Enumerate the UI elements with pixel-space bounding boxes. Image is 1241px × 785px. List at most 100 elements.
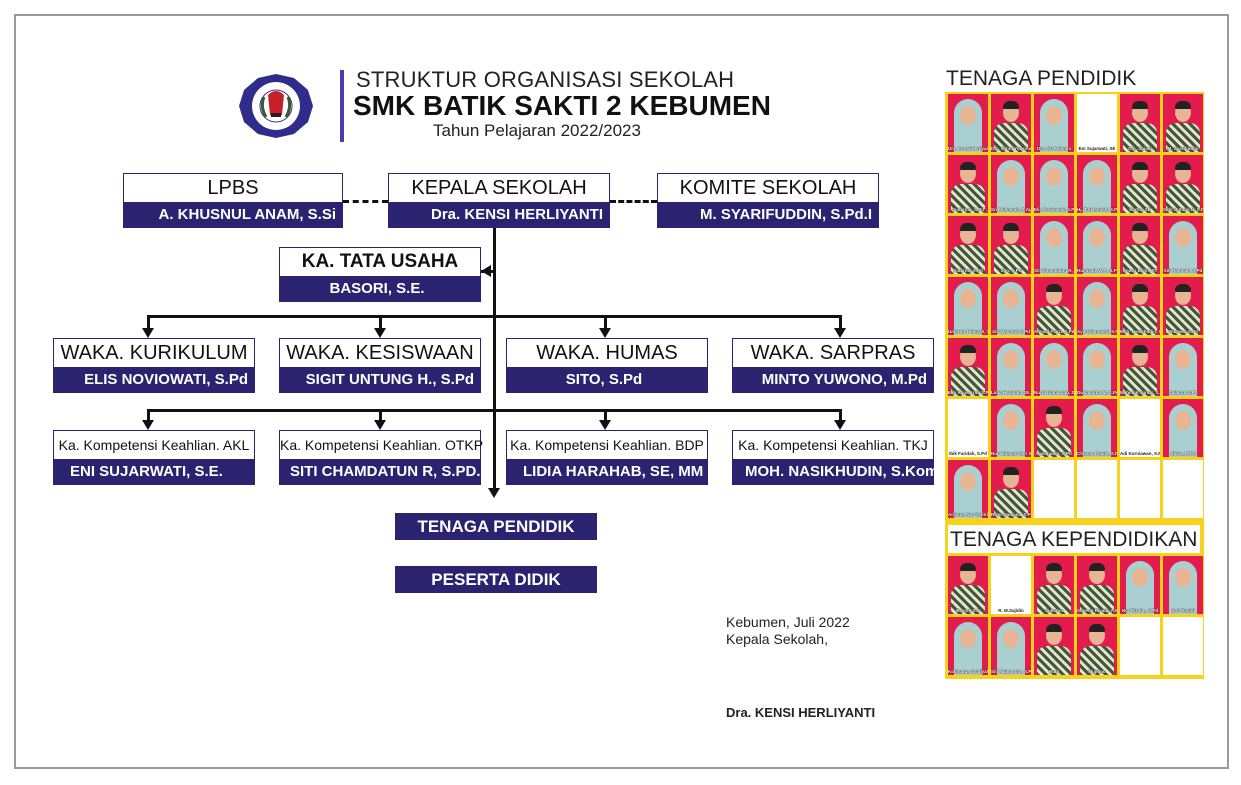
staff-photo: Sigit Untung H, S.Pd [1163, 155, 1203, 213]
box-name: ELIS NOVIOWATI, S.Pd [54, 367, 254, 392]
staff-photo: Lidia Harahab, SE, MM [991, 338, 1031, 396]
tenaga-pendidik-title: TENAGA PENDIDIK [946, 67, 1137, 90]
empty-photo-slot [1163, 460, 1203, 518]
staff-photo: Elis Noviowati, S.Pd [1034, 155, 1074, 213]
arrow-down [834, 420, 846, 430]
staff-name: Wibowo, S.Pd [1168, 329, 1198, 334]
staff-name: Drs. Minto Yuwono [991, 146, 1031, 151]
staff-name: Dwita Indra M, S.Pd [1077, 390, 1117, 395]
staff-photo: Chusna Khaila, S.Pd [1077, 399, 1117, 457]
connector-lpbs [343, 200, 388, 203]
staff-photo: Rizqi Maulana, S.Pd [991, 460, 1031, 518]
staff-name: Ahmad Fauzi, S.Pd [1034, 329, 1074, 334]
staff-name: Alivia, M.Pd [1170, 451, 1196, 456]
box-name: LIDIA HARAHAB, SE, MM [507, 459, 707, 484]
staff-photo: Adi Kurniawan, S.Pd [1120, 399, 1160, 457]
arrow-down [374, 420, 386, 430]
staff-name: Sri Mulyanah, S.Ag [991, 207, 1031, 212]
box-label: KOMITE SEKOLAH [658, 174, 878, 202]
box-name: MOH. NASIKHUDIN, S.Kom [733, 459, 938, 484]
kependidikan-title-bg [948, 525, 1200, 553]
staff-photo: Arifatus Nur Safitri, S.Pd [948, 460, 988, 518]
staff-photo: Siti Chamdatun R, S.Pd [1034, 216, 1074, 274]
drop-line [604, 409, 607, 421]
staff-photo: Eko Agus Ardi, S.Pd [948, 338, 988, 396]
staff-name: Siti Chamdatun R, S.Pd [1034, 268, 1074, 273]
staff-photo: Eni Sujarwati, SE [1077, 94, 1117, 152]
arrow-down [142, 420, 154, 430]
staff-photo: Drs. Sujadi [1120, 94, 1160, 152]
staff-photo: Umi Nur Hidayah, S.Pd [948, 277, 988, 335]
box-label: Ka. Kompetensi Keahlian. AKL [54, 431, 254, 459]
staff-photo: Basori, S.E [948, 556, 988, 614]
staff-photo: Hasanudin, S.Pd [1034, 399, 1074, 457]
staff-name: Dra. Kensi Herliyanti [948, 146, 988, 151]
academic-year: Tahun Pelajaran 2022/2023 [433, 121, 641, 140]
staff-name: Sito, S.Pd [1000, 268, 1022, 273]
page-frame [14, 14, 1229, 769]
staff-name: Dra. Sri Mulyani [1036, 146, 1071, 151]
drop-line [839, 409, 842, 421]
box-label: Ka. Kompetensi Keahlian. TKJ [733, 431, 933, 459]
staff-name: Rumiyati, W.A, S.Pd [1077, 268, 1117, 273]
signature-name: Dra. KENSI HERLIYANTI [726, 705, 876, 720]
staff-name: Rizqi Maulana, S.Pd [991, 512, 1031, 517]
box-label: KA. TATA USAHA [280, 248, 480, 276]
staff-name: Elis Noviowati, S.Pd [1034, 207, 1074, 212]
arrow-down [834, 328, 846, 338]
staff-name: Drs. Sujadi [1128, 146, 1152, 151]
arrow-down [142, 328, 154, 338]
drop-line [379, 409, 382, 421]
box-name: SIGIT UNTUNG H., S.Pd [280, 367, 480, 392]
staff-name: Siti Maimunah, S.Pd [991, 669, 1031, 674]
tenaga-pendidik-box: TENAGA PENDIDIK [395, 513, 597, 540]
staff-name: Arifatus Nur Safitri, S.Pd [948, 512, 988, 517]
arrow-down [599, 328, 611, 338]
staff-name: Mahmud Yunus, S.Pd [1120, 390, 1160, 395]
staff-name: Basori, S.E [956, 608, 980, 613]
staff-name: Hasanudin, S.Pd [1036, 451, 1072, 456]
drop-line [379, 315, 382, 329]
signature-role: Kepala Sekolah, [726, 631, 828, 647]
drop-line [839, 315, 842, 329]
box-name: Dra. KENSI HERLIYANTI [389, 202, 609, 227]
staff-name: Nur Hidayah Sari S, S.Pd [991, 451, 1031, 456]
staff-photo: Dwita Indra M, S.Pd [1077, 338, 1117, 396]
staff-photo: Nur Rizqi L, S.Pd [1120, 556, 1160, 614]
school-name: SMK BATIK SAKTI 2 KEBUMEN [353, 90, 771, 121]
staff-name: Anwar Bahri, ST [1122, 268, 1158, 273]
staff-name: Sudarmo, S.Pd [951, 207, 984, 212]
box-name: MINTO YUWONO, M.Pd [733, 367, 933, 392]
empty-photo-slot [1120, 460, 1160, 518]
drop-line [147, 409, 150, 421]
box-name: A. KHUSNUL ANAM, S.Si [124, 202, 342, 227]
box-label: Ka. Kompetensi Keahlian. OTKP [280, 431, 483, 459]
staff-photo: Mahmud Yunus, S.Pd [1120, 338, 1160, 396]
empty-photo-slot [1034, 460, 1074, 518]
staff-name: Sigit Untung H, S.Pd [1163, 207, 1203, 212]
staff-name: Sugeng Riyadi, A.Md [1077, 608, 1117, 613]
kk-horizontal-line [147, 409, 842, 412]
staff-name: Sukarno [1044, 608, 1063, 613]
staff-name: Nurul Diana Sari, S.Pd [1034, 390, 1074, 395]
staff-name: Eko Agus Ardi, S.Pd [948, 390, 988, 395]
staff-name: Sutarno, S.Pd [953, 268, 983, 273]
staff-photo: Ayu Gilangsari, S.Pd [1077, 277, 1117, 335]
staff-name: Endro, SE [1129, 207, 1151, 212]
staff-photo: Siti Maimunah, S.Pd [991, 617, 1031, 675]
staff-photo: Sukarno [1034, 556, 1074, 614]
staff-photo: Dra. Kensi Herliyanti [948, 94, 988, 152]
staff-photo: Sudarmo, S.Pd [948, 155, 988, 213]
staff-photo: Kolimatus Sa'diyah [948, 617, 988, 675]
title-line1: STRUKTUR ORGANISASI SEKOLAH [356, 67, 735, 92]
signature-place-date: Kebumen, Juli 2022 [726, 614, 850, 630]
staff-name: Umi Nur Hidayah, S.Pd [948, 329, 988, 334]
staff-name: R. M.Sajidin [998, 608, 1024, 613]
